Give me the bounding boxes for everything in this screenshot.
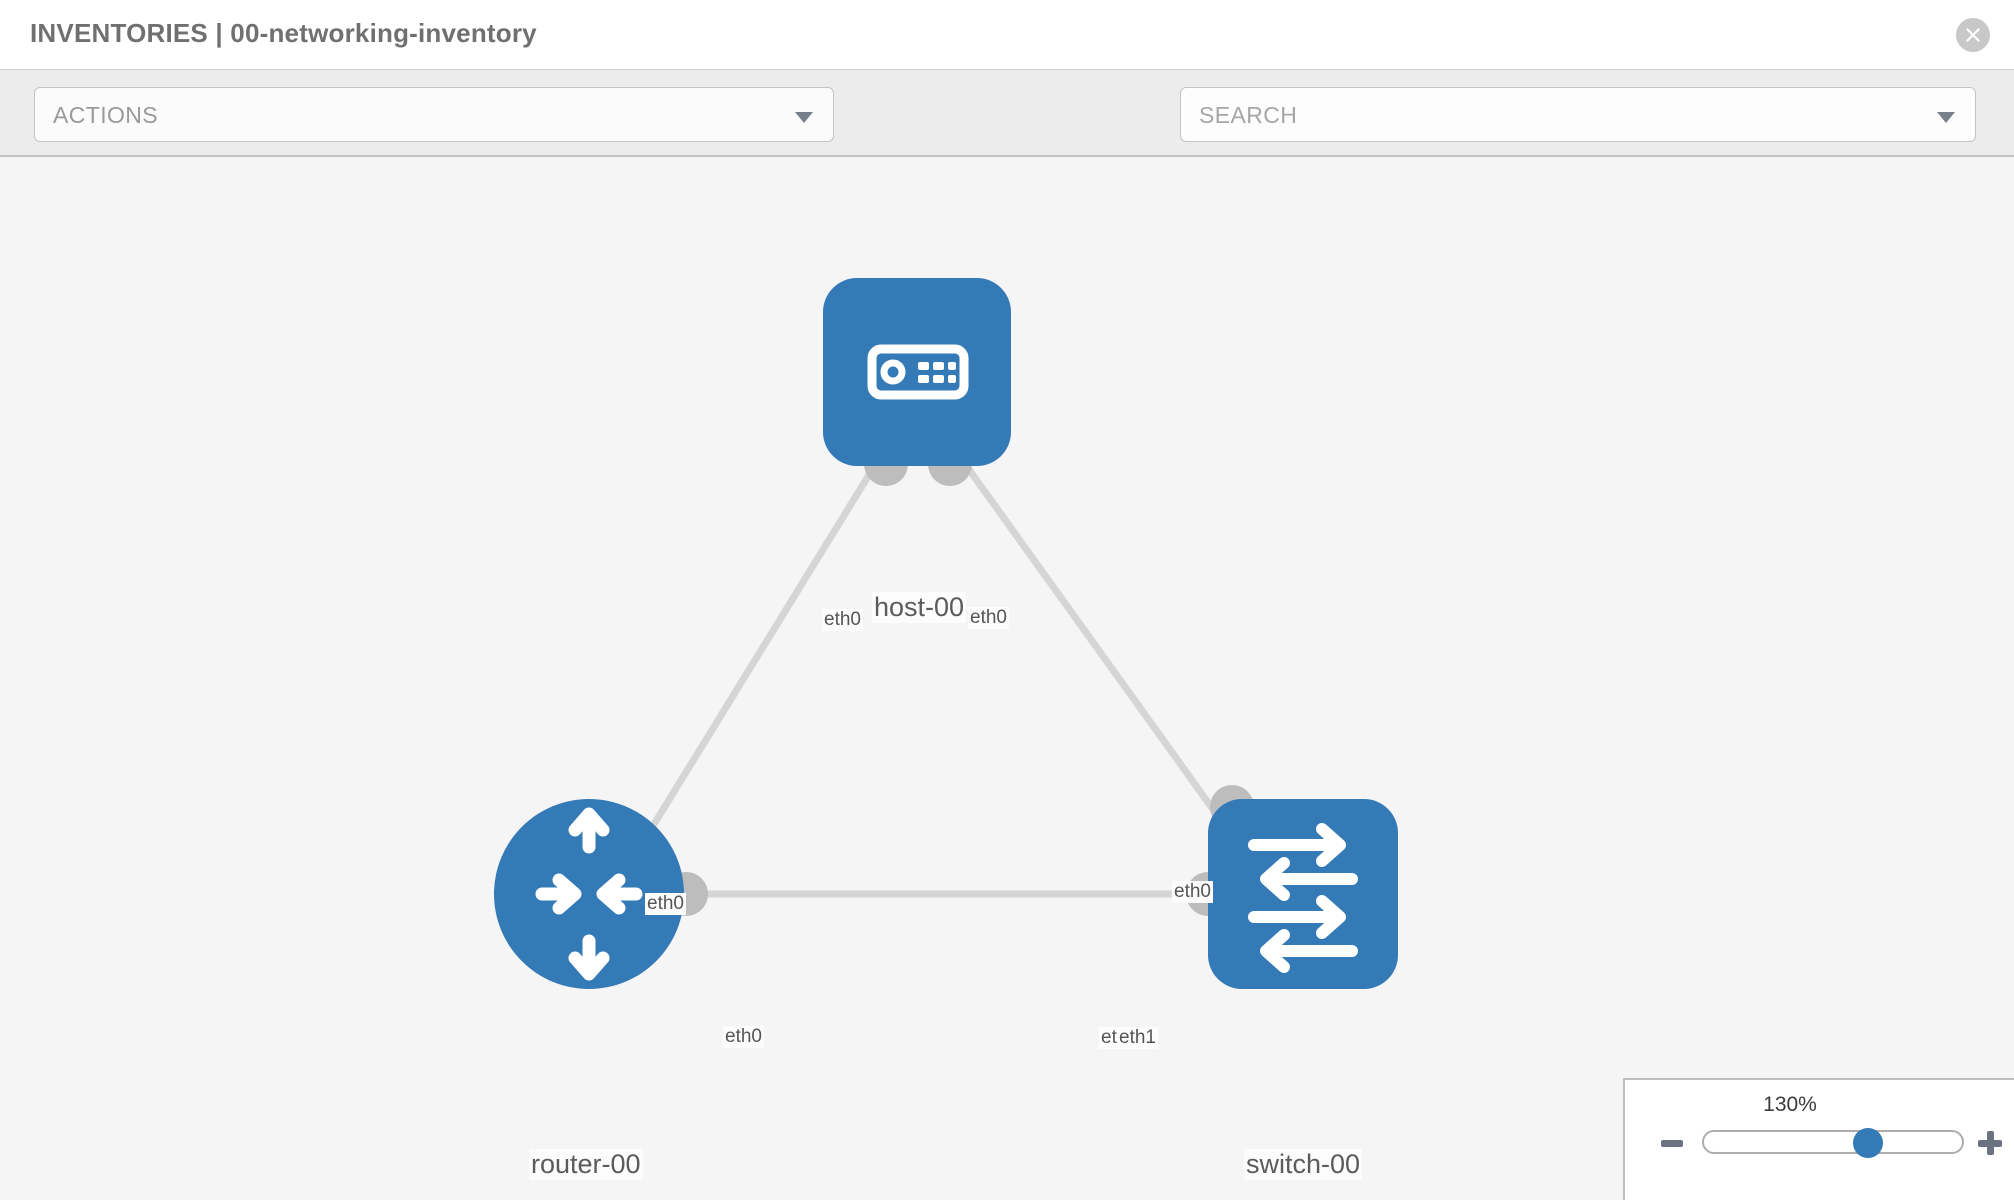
zoom-slider-track[interactable] xyxy=(1702,1130,1964,1154)
node-router-00[interactable] xyxy=(494,799,684,989)
iface-label: eth0 xyxy=(645,893,686,915)
zoom-in-button[interactable] xyxy=(1978,1131,2002,1155)
zoom-slider-thumb[interactable] xyxy=(1853,1128,1883,1158)
search-input[interactable]: SEARCH xyxy=(1180,87,1976,142)
router-arrows-icon xyxy=(535,807,643,981)
server-icon xyxy=(867,344,969,400)
actions-dropdown-label: ACTIONS xyxy=(53,102,159,128)
node-label-switch-00: switch-00 xyxy=(1244,1149,1363,1180)
node-host-00[interactable] xyxy=(823,278,1011,466)
iface-label: eth0 xyxy=(723,1026,764,1048)
chevron-down-icon[interactable] xyxy=(1937,112,1955,123)
actions-dropdown[interactable]: ACTIONS xyxy=(34,87,834,142)
switch-arrows-icon xyxy=(1248,823,1358,973)
port-group xyxy=(664,442,1254,916)
iface-label: eth0 xyxy=(1172,881,1213,903)
edge-host-router xyxy=(637,455,883,849)
iface-label: eth0 xyxy=(968,607,1009,629)
topology-graph xyxy=(494,278,1398,989)
node-switch-00[interactable] xyxy=(1208,799,1398,989)
edge-group xyxy=(637,454,1243,898)
search-placeholder: SEARCH xyxy=(1199,102,1298,128)
chevron-down-icon xyxy=(795,112,813,123)
node-label-router-00: router-00 xyxy=(529,1149,643,1180)
zoom-control-panel: 130% xyxy=(1623,1078,2014,1200)
iface-label: eth0 xyxy=(822,609,863,631)
zoom-out-button[interactable] xyxy=(1661,1140,1683,1147)
node-label-host-00: host-00 xyxy=(872,592,967,623)
edge-host-switch xyxy=(957,454,1243,850)
close-icon[interactable] xyxy=(1956,18,1990,52)
iface-label: eth1 xyxy=(1117,1027,1158,1049)
toolbar: ACTIONS SEARCH xyxy=(0,70,2014,200)
page-title: INVENTORIES | 00-networking-inventory xyxy=(30,18,537,48)
topology-canvas[interactable]: eth0 eth0 eth0 eth0 eth0 eth0 eth1 host-… xyxy=(0,157,2014,1200)
page-header: INVENTORIES | 00-networking-inventory xyxy=(0,0,2014,70)
zoom-level-value: 130% xyxy=(1763,1093,1817,1116)
